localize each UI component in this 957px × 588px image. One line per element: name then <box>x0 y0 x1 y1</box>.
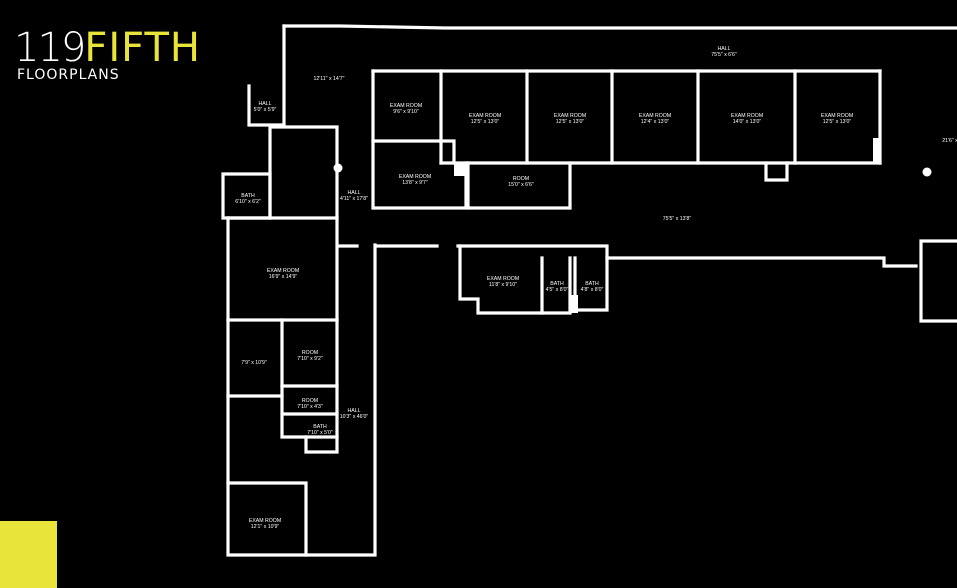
wall-room-small <box>466 161 572 210</box>
room-dimension-label: 75'5" x 13'8" <box>663 216 692 222</box>
wall-hall-niche <box>247 84 286 127</box>
wall-west-outer <box>226 216 377 557</box>
room-name-label: EXAM ROOM <box>469 113 501 119</box>
wall-west-core <box>268 125 339 220</box>
room-dimension-label: 75'5" x 6'6" <box>711 52 737 58</box>
room-dimension-label: 12'5" x 13'0" <box>556 119 585 125</box>
brand-logo: 119FIFTH <box>14 28 201 68</box>
room-name-label: EXAM ROOM <box>639 113 671 119</box>
brand-subtitle: FLOORPLANS <box>17 67 120 83</box>
room-dimension-label: 12'1" x 10'9" <box>251 524 280 530</box>
wall-west-lower <box>226 394 308 557</box>
wall-outer-north <box>282 24 957 30</box>
room-dimension-label: 12'4" x 13'0" <box>641 119 670 125</box>
room-name-label: HALL <box>348 190 361 196</box>
column-east <box>922 167 932 177</box>
room-dimension-label: 4'5" x 8'0" <box>546 287 569 293</box>
room-dimension-label: 9'6" x 9'10" <box>393 109 419 115</box>
wall-east-bump <box>919 239 957 323</box>
room-dimension-label: 10'3" x 46'0" <box>340 414 369 420</box>
fixture-block-exam <box>454 163 467 176</box>
walls <box>221 24 957 557</box>
wall-exam-1 <box>371 69 456 165</box>
fixture-block-bath <box>571 295 578 313</box>
wall-exam-dividers <box>439 69 797 165</box>
room-dimension-label: 7'10" x 5'0" <box>307 430 333 436</box>
room-dimension-label: 6'10" x 6'2" <box>235 199 261 205</box>
room-dimension-label: 21'6" x <box>942 138 957 144</box>
room-name-label: EXAM ROOM <box>487 276 519 282</box>
wall-bath-2 <box>304 318 339 454</box>
room-dimension-label: 7'10" x 4'3" <box>297 404 323 410</box>
room-name-label: EXAM ROOM <box>554 113 586 119</box>
room-dimension-label: 7'10" x 9'2" <box>297 356 323 362</box>
room-dimension-label: 5'0" x 5'9" <box>254 107 277 113</box>
room-name-label: BATH <box>313 424 327 430</box>
wall-exam-big <box>226 216 339 322</box>
wall-exam-south <box>458 244 544 315</box>
room-dimension-label: 4'11" x 17'8" <box>340 196 368 202</box>
room-dimension-label: 7'9" x 10'9" <box>241 360 267 366</box>
room-dimension-label: 12'11" x 14'7" <box>314 76 345 82</box>
wall-corridor-south <box>376 244 918 268</box>
column-west <box>333 163 343 173</box>
room-name-label: HALL <box>718 46 731 52</box>
wall-exam-2 <box>371 139 468 210</box>
room-name-label: ROOM <box>302 350 318 356</box>
room-dimension-label: 11'8" x 9'10" <box>489 282 517 288</box>
room-name-label: EXAM ROOM <box>390 103 422 109</box>
room-dimension-label: 12'5" x 13'0" <box>823 119 852 125</box>
room-dimension-label: 13'8" x 9'7" <box>402 180 428 186</box>
room-name-label: ROOM <box>513 176 529 182</box>
room-dimension-label: 16'9" x 14'9" <box>269 274 298 280</box>
room-dimension-label: 14'0" x 13'0" <box>733 119 762 125</box>
room-name-label: BATH <box>585 281 599 287</box>
brand-number: 119 <box>14 25 86 71</box>
room-name-label: ROOM <box>302 398 318 404</box>
room-name-label: EXAM ROOM <box>399 174 431 180</box>
room-dimension-label: 15'0" x 6'6" <box>508 182 534 188</box>
room-name-label: EXAM ROOM <box>267 268 299 274</box>
room-dimension-label: 12'5" x 13'0" <box>471 119 500 125</box>
room-name-label: EXAM ROOM <box>731 113 763 119</box>
wall-room-small-2 <box>280 384 339 439</box>
room-name-label: EXAM ROOM <box>821 113 853 119</box>
room-dimension-label: 4'8" x 8'0" <box>581 287 604 293</box>
room-name-label: HALL <box>259 101 272 107</box>
brand-word: FIFTH <box>84 25 201 71</box>
wall-baths <box>540 256 609 315</box>
room-name-label: BATH <box>550 281 564 287</box>
room-name-label: BATH <box>241 193 255 199</box>
room-name-label: HALL <box>348 408 361 414</box>
accent-corner-block <box>0 521 57 588</box>
fixtures <box>333 138 932 313</box>
wall-closet <box>764 161 789 182</box>
room-name-label: EXAM ROOM <box>249 518 281 524</box>
fixture-block-east <box>873 138 881 163</box>
